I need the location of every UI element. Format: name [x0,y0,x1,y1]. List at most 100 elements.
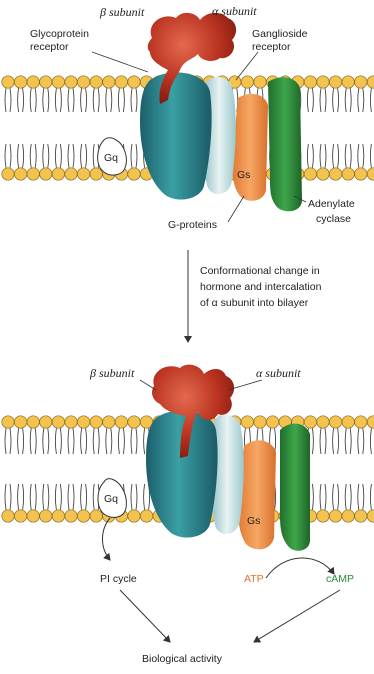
lipid-head [14,416,26,428]
lipid-tail [18,484,24,510]
lipid-head [304,76,316,88]
alpha-subunit-label-bottom: α subunit [256,366,301,380]
camp-to-activity-arrow [254,590,340,642]
lipid-head [329,416,341,428]
gq-to-pi-arrow [103,518,111,560]
lipid-tail [18,428,24,454]
transition-caption-2: hormone and intercalation [200,281,322,293]
lipid-head [90,416,102,428]
gs-protein-top [232,94,268,201]
beta-subunit-label-bottom: β subunit [89,366,135,380]
lipid-head [317,76,329,88]
pi-to-activity-arrow [120,590,170,642]
lipid-tail [358,144,364,168]
lipid-head [90,168,102,180]
lipid-tail [345,428,351,454]
lipid-tail [5,88,11,112]
lipid-tail [333,484,339,510]
lipid-tail [93,428,99,454]
lipid-tail [320,484,326,510]
gs-label-bottom: Gs [247,515,260,527]
lipid-tail [307,88,313,112]
lipid-head [52,76,64,88]
lipid-tail [55,144,61,168]
beta-subunit-label-top: β subunit [99,5,145,19]
lipid-head [367,76,374,88]
lipid-head [342,76,354,88]
lipid-tail [30,88,36,112]
lipid-head [115,76,127,88]
glycoprotein-receptor-top [140,72,212,199]
lipid-head [342,416,354,428]
lipid-head [342,510,354,522]
lipid-head [27,168,39,180]
lipid-head [2,416,14,428]
lipid-head [128,76,140,88]
lipid-head [65,168,77,180]
lipid-tail [358,428,364,454]
lipid-head [128,416,140,428]
lipid-tail [131,88,137,112]
adenylate-cyclase-label-2: cyclase [316,213,351,225]
lipid-tail [358,484,364,510]
lipid-tail [68,88,74,112]
lipid-head [317,168,329,180]
lipid-tail [131,484,137,510]
lipid-head [27,510,39,522]
lipid-head [304,168,316,180]
lipid-head [77,416,89,428]
transition-caption-3: of α subunit into bilayer [200,297,309,309]
gs-label-top: Gs [237,169,250,181]
lipid-head [52,416,64,428]
lipid-head [355,510,367,522]
atp-label: ATP [244,573,264,585]
lipid-tail [55,484,61,510]
lipid-head [355,76,367,88]
lipid-head [367,510,374,522]
lipid-head [304,416,316,428]
lipid-head [103,416,115,428]
lipid-head [65,510,77,522]
lipid-tail [81,484,87,510]
lipid-tail [345,484,351,510]
lipid-head [342,168,354,180]
lipid-tail [118,428,124,454]
lipid-head [52,168,64,180]
adenylate-cyclase-bottom [280,424,310,551]
lipid-head [14,510,26,522]
lipid-head [241,416,253,428]
lipid-tail [43,484,49,510]
lipid-tail [320,428,326,454]
lipid-tail [81,88,87,112]
transition-caption-1: Conformational change in [200,265,320,277]
leader-g-proteins [228,196,244,222]
lipid-head [27,416,39,428]
lipid-head [65,76,77,88]
lipid-head [128,168,140,180]
lipid-tail [68,484,74,510]
gs-protein-bottom [238,440,276,549]
lipid-tail [5,428,11,454]
lipid-tail [43,428,49,454]
lipid-head [115,416,127,428]
camp-label: cAMP [326,573,354,585]
gq-protein-top: Gq [98,138,127,175]
lipid-head [266,416,278,428]
lipid-head [329,76,341,88]
lipid-head [90,76,102,88]
lipid-head [367,416,374,428]
ganglioside-receptor-label: Ganglioside [252,28,308,40]
lipid-tail [320,144,326,168]
gq-label-bottom: Gq [104,493,118,505]
adenylate-cyclase-top [268,77,302,211]
ganglioside-receptor-label-2: receptor [252,41,291,53]
lipid-head [77,510,89,522]
biological-activity-label: Biological activity [142,653,223,665]
lipid-head [52,510,64,522]
lipid-head [14,76,26,88]
lipid-head [329,168,341,180]
lipid-tail [370,428,374,454]
lipid-head [367,168,374,180]
lipid-tail [55,428,61,454]
